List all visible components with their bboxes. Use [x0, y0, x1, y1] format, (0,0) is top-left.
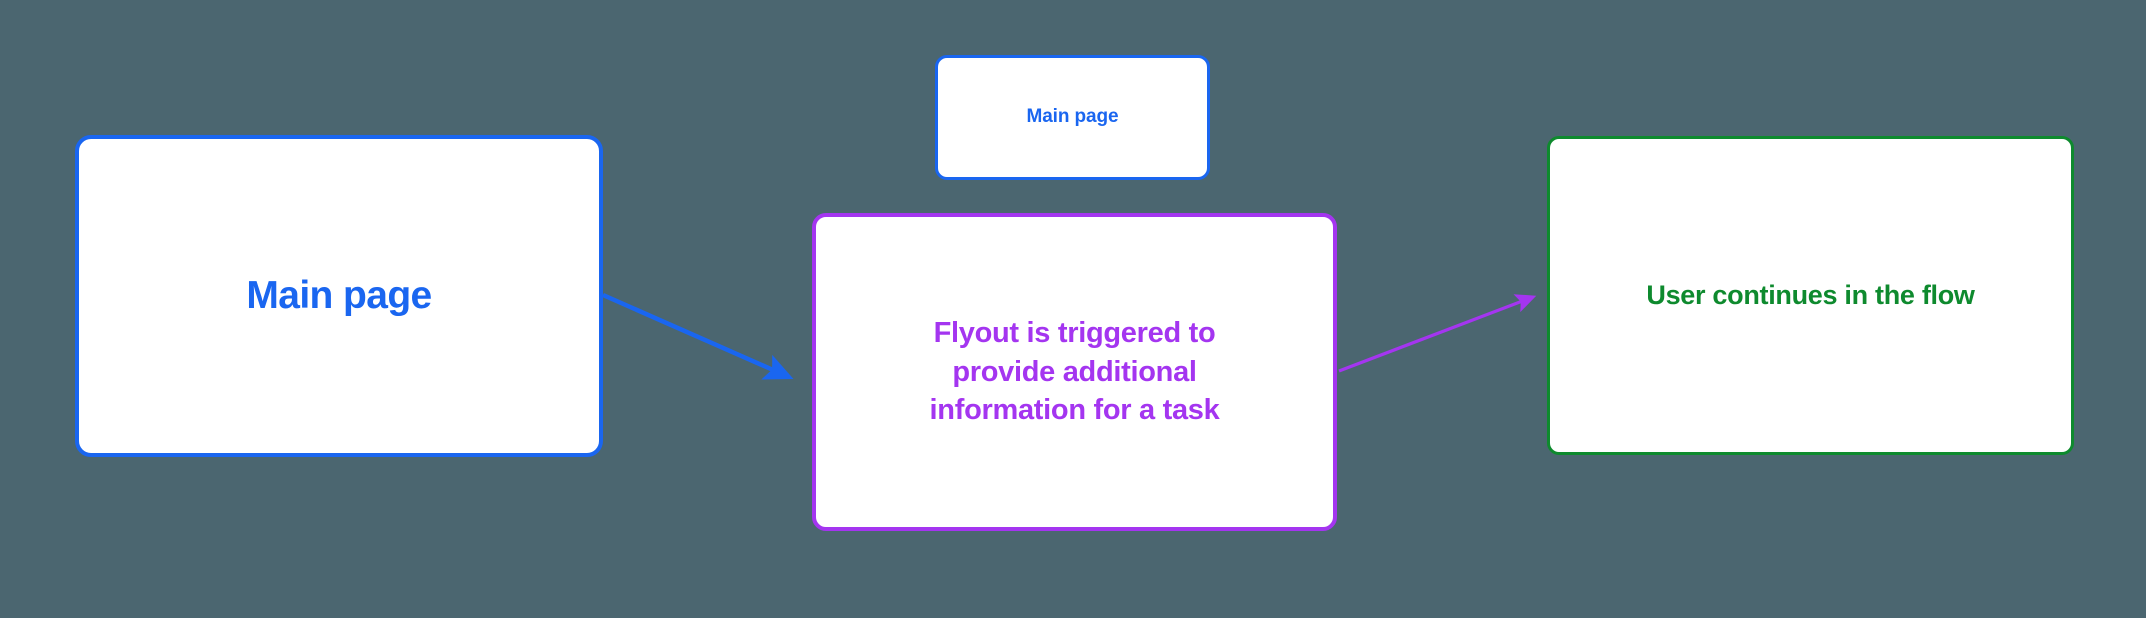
node-flyout-label: Flyout is triggered to provide additiona… [929, 317, 1220, 427]
node-main-page-large[interactable]: Main page [75, 135, 603, 457]
node-main-page-small-label: Main page [1026, 106, 1119, 128]
node-user-continues[interactable]: User continues in the flow [1547, 136, 2074, 455]
node-flyout[interactable]: Flyout is triggered to provide additiona… [812, 213, 1337, 531]
arrow-flyout-to-user-continues [1338, 294, 1537, 373]
node-main-page-large-label: Main page [246, 274, 432, 318]
node-main-page-small[interactable]: Main page [935, 55, 1210, 180]
node-user-continues-label: User continues in the flow [1646, 280, 1975, 311]
arrow-main-page-to-flyout [602, 292, 794, 380]
